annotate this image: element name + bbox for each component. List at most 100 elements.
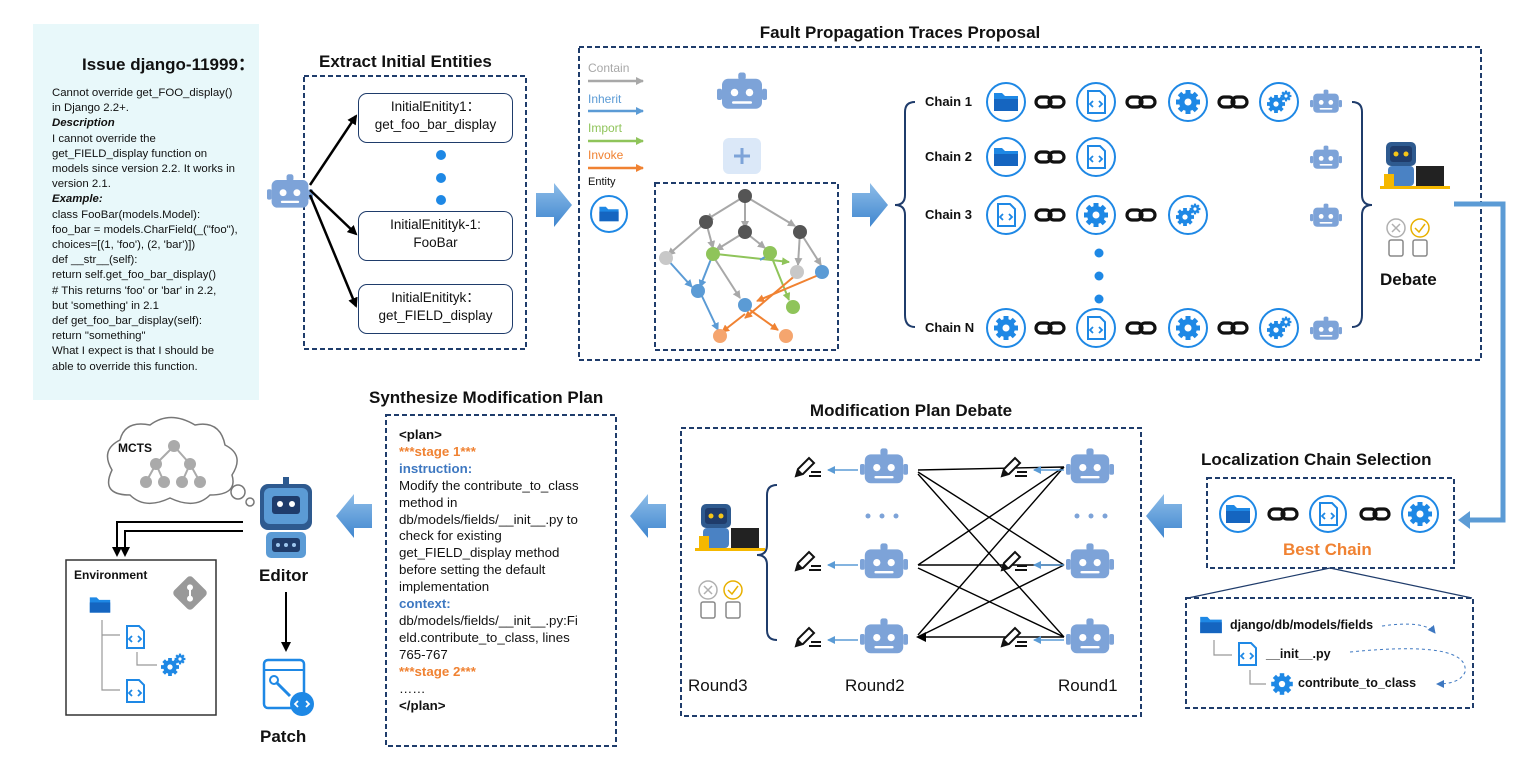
legend-invoke: Invoke bbox=[588, 148, 624, 162]
plan-line: instruction: bbox=[399, 460, 473, 476]
plan-line: before setting the default bbox=[399, 562, 546, 578]
editor-env-arrow bbox=[120, 530, 243, 557]
chain-detail-tree bbox=[1200, 616, 1466, 695]
issue-line: # This returns 'foo' or 'bar' in 2.2, bbox=[52, 284, 217, 297]
environment-tree bbox=[89, 597, 186, 703]
flow-arrow bbox=[1146, 494, 1182, 538]
path-file: __init__.py bbox=[1266, 647, 1331, 661]
extract-entities-title: Extract Initial Entities bbox=[319, 52, 492, 71]
plan-line: …… bbox=[399, 680, 426, 696]
flow-arrow bbox=[536, 183, 572, 227]
entity-name: InitialEnitity1： bbox=[390, 99, 481, 114]
plan-line: <plan> bbox=[399, 427, 442, 442]
proposer-robot-icon bbox=[717, 72, 767, 109]
code-graph bbox=[659, 189, 829, 343]
plan-line: ***stage 2*** bbox=[399, 663, 476, 679]
plan-content: <plan>***stage 1***instruction:Modify th… bbox=[399, 427, 611, 714]
issue-line: foo_bar = models.CharField(_("foo"), bbox=[52, 223, 238, 236]
root-robot-icon bbox=[267, 174, 313, 208]
plan-line: eld.contribute_to_class, lines bbox=[399, 629, 570, 645]
best-chain-label: Best Chain bbox=[1283, 540, 1372, 559]
git-icon bbox=[173, 576, 207, 610]
issue-line: but 'something' in 2.1 bbox=[52, 299, 159, 312]
issue-line: in Django 2.2+. bbox=[52, 102, 129, 115]
plan-box bbox=[385, 414, 617, 747]
patch-icon bbox=[262, 658, 314, 716]
chain-label: Chain 1 bbox=[925, 94, 972, 109]
legend-import: Import bbox=[588, 121, 623, 135]
fault-propagation-box bbox=[578, 46, 1482, 361]
issue-line: Cannot override get_FOO_display() bbox=[52, 87, 233, 99]
ellipsis-dot bbox=[1094, 294, 1104, 304]
fault-propagation-title: Fault Propagation Traces Proposal bbox=[759, 23, 1041, 42]
issue-line: version 2.1. bbox=[52, 178, 111, 191]
plan-line: </plan> bbox=[399, 697, 446, 713]
legend-contain: Contain bbox=[588, 61, 630, 75]
legend-inherit: Inherit bbox=[588, 92, 622, 106]
issue-title: Issue django-11999： bbox=[82, 55, 255, 74]
mcts-label: MCTS bbox=[118, 441, 152, 455]
chain-label: Chain 3 bbox=[925, 207, 972, 222]
entity-box: InitialEnitityk： get_FIELD_display bbox=[358, 284, 513, 334]
flow-arrow bbox=[336, 494, 372, 538]
chain-1 bbox=[986, 82, 1342, 122]
best-chain-icons bbox=[1219, 495, 1439, 533]
entity-name: InitialEnitityk-1: bbox=[390, 217, 481, 232]
path-function: contribute_to_class bbox=[1298, 676, 1417, 690]
issue-line: I cannot override the bbox=[52, 132, 156, 145]
debate-network bbox=[695, 448, 1114, 654]
plan-line: implementation bbox=[399, 579, 490, 595]
issue-line: class FooBar(models.Model): bbox=[52, 208, 201, 221]
plan-line: context: bbox=[399, 596, 451, 612]
debate-label: Debate bbox=[1380, 270, 1437, 289]
mcts-cloud bbox=[106, 416, 255, 507]
debate-bracket bbox=[1351, 101, 1373, 328]
plan-line: get_FIELD_display method bbox=[399, 545, 560, 561]
selection-title: Localization Chain Selection bbox=[1201, 450, 1432, 469]
round-label: Round1 bbox=[1058, 676, 1118, 695]
issue-line: able to override this function. bbox=[52, 360, 198, 373]
ellipsis-dot bbox=[1094, 248, 1104, 258]
flow-arrow bbox=[852, 183, 888, 227]
issue-line: models since version 2.2. It works in bbox=[52, 163, 235, 176]
ellipsis-dot bbox=[436, 173, 446, 183]
plan-line: check for existing bbox=[399, 528, 502, 544]
ellipsis-dot bbox=[436, 195, 446, 205]
selection-connector bbox=[1454, 201, 1506, 523]
editor-label: Editor bbox=[259, 566, 309, 585]
entity-value: get_FIELD_display bbox=[378, 308, 493, 323]
editor-env-arrow bbox=[112, 521, 243, 557]
issue-line: Example: bbox=[52, 193, 103, 206]
chain-detail-box bbox=[1185, 597, 1474, 709]
debate-robot-icon bbox=[1380, 142, 1450, 189]
path-folder: django/db/models/fields bbox=[1230, 618, 1374, 632]
plan-line: ***stage 1*** bbox=[399, 443, 476, 459]
chain-2 bbox=[986, 137, 1342, 177]
chains-bracket bbox=[894, 101, 916, 328]
issue-line: What I expect is that I should be bbox=[52, 345, 215, 358]
issue-description: Cannot override get_FOO_display()in Djan… bbox=[52, 86, 257, 375]
vote-icon bbox=[1386, 218, 1430, 257]
debate-title: Modification Plan Debate bbox=[809, 401, 1013, 420]
issue-line: Description bbox=[52, 117, 115, 130]
entity-box: InitialEnitityk-1: FooBar bbox=[358, 211, 513, 261]
round-label: Round2 bbox=[845, 676, 905, 695]
chain-label: Chain 2 bbox=[925, 149, 972, 164]
plan-title: Synthesize Modification Plan bbox=[369, 388, 604, 407]
issue-line: def get_foo_bar_display(self): bbox=[52, 315, 203, 328]
debate-box bbox=[680, 427, 1142, 717]
plan-line: Modify the contribute_to_class bbox=[399, 477, 579, 493]
ellipsis-dot bbox=[1094, 271, 1104, 281]
issue-panel bbox=[33, 24, 259, 400]
plan-line: db/models/fields/__init__.py to bbox=[399, 511, 578, 527]
ellipsis-dot bbox=[436, 150, 446, 160]
code-graph-box bbox=[654, 182, 839, 351]
issue-line: get_FIELD_display function on bbox=[52, 147, 208, 160]
issue-line: def __str__(self): bbox=[52, 254, 138, 267]
entity-name: InitialEnitityk： bbox=[391, 290, 480, 305]
plan-line: db/models/fields/__init__.py:Fi bbox=[399, 612, 578, 628]
plan-line: 765-767 bbox=[399, 646, 448, 662]
patch-label: Patch bbox=[260, 727, 307, 746]
legend-entity: Entity bbox=[588, 176, 616, 188]
plan-line: method in bbox=[399, 494, 458, 510]
